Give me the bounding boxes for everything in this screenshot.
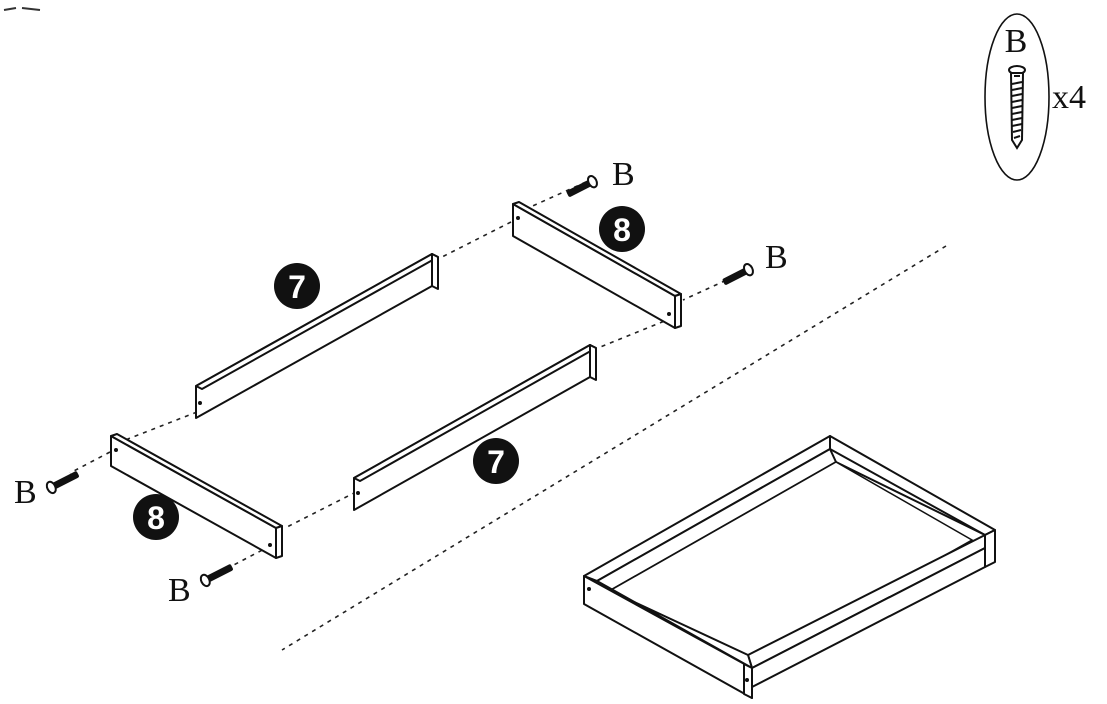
hardware-callout: B x4	[984, 13, 1086, 181]
rail-short-top	[512, 201, 682, 329]
assembled-frame	[583, 435, 996, 699]
rail-long-lower	[353, 344, 597, 511]
part-badge-icon: 7	[274, 263, 320, 309]
part-badge-icon: 8	[599, 206, 645, 252]
screw-icon	[566, 174, 598, 197]
rail-long-upper	[195, 253, 439, 419]
badge-rail-short-top: 8	[613, 212, 631, 248]
screw-icon	[1008, 65, 1026, 150]
screw-icon	[45, 471, 79, 495]
screw-label-right: B	[765, 239, 788, 276]
hardware-quantity: x4	[1052, 79, 1086, 116]
corner-mark	[3, 7, 41, 11]
rail-short-bottom	[110, 433, 283, 559]
part-badge-icon: 8	[133, 494, 179, 540]
screw-icon	[199, 564, 233, 588]
badge-rail-long-lower: 7	[487, 444, 505, 480]
badge-rail-short-bottom: 8	[147, 500, 165, 536]
screw-label-left: B	[14, 474, 37, 511]
screw-icon	[722, 262, 754, 285]
badge-rail-long-upper: 7	[288, 269, 306, 305]
part-badge-icon: 7	[473, 438, 519, 484]
callout-ellipse	[984, 13, 1050, 181]
hardware-part-letter: B	[1005, 23, 1028, 60]
screw-label-bottom: B	[168, 572, 191, 609]
screw-label-top: B	[612, 156, 635, 193]
